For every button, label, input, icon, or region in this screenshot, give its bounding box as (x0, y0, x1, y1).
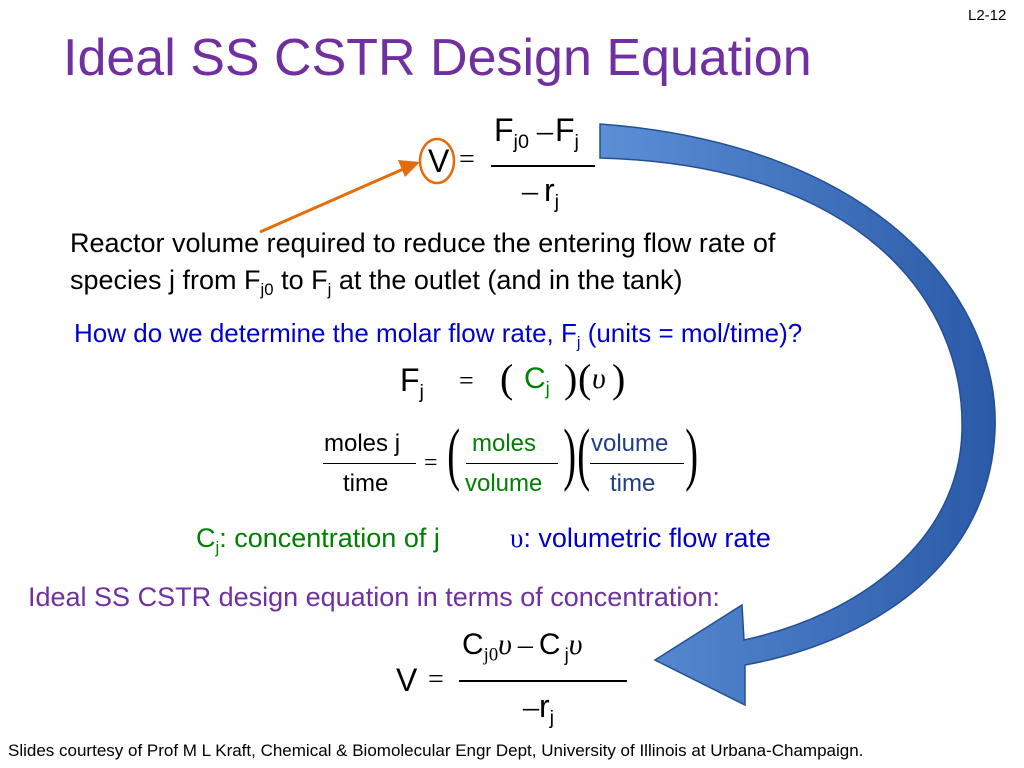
eq3-equals: = (428, 664, 444, 695)
eq1-numerator: Fj0–Fj (494, 112, 579, 153)
v-highlight-circle (418, 137, 456, 185)
eq1-denominator: –rj (522, 172, 560, 213)
eq2-C: Cj (524, 362, 550, 399)
concentration-definition: Cj: concentration of j (196, 523, 440, 557)
units-lhs-numerator: moles j (324, 430, 401, 457)
units-conc-bar (466, 463, 558, 464)
units-conc-denominator: volume (465, 470, 543, 497)
units-flow-denominator: time (610, 470, 656, 497)
flow-rate-definition: υ: volumetric flow rate (510, 523, 771, 553)
eq2-open-paren-1: ( (500, 356, 514, 401)
eq1-fraction-bar (491, 165, 595, 167)
eq3-denominator: –rj (523, 688, 555, 729)
units-flow-bar (590, 463, 684, 464)
footer-credit: Slides courtesy of Prof M L Kraft, Chemi… (8, 741, 864, 760)
description-line-1: Reactor volume required to reduce the en… (70, 228, 776, 258)
orange-arrow (259, 165, 409, 234)
slide-title: Ideal SS CSTR Design Equation (63, 29, 812, 87)
units-paren-1-open: ( (447, 416, 461, 493)
curved-blue-arrow (599, 123, 996, 707)
units-lhs-denominator: time (343, 470, 389, 497)
units-lhs-bar (323, 463, 416, 464)
concentration-equation-heading: Ideal SS CSTR design equation in terms o… (28, 582, 720, 612)
eq1-lhs: V (428, 143, 450, 179)
eq2-F: Fj (400, 362, 424, 403)
orange-arrowhead (398, 160, 420, 177)
units-paren-2-open: ( (577, 416, 591, 493)
eq2-close-paren-1: ) (564, 356, 578, 401)
eq1-equals: = (459, 144, 475, 175)
eq2-open-paren-2: ( (578, 356, 592, 401)
description-line-2: species j from Fj0 to Fj at the outlet (… (70, 265, 683, 299)
units-paren-2-close: ) (685, 416, 699, 493)
eq2-nu: υ (592, 362, 606, 395)
eq3-fraction-bar (459, 680, 627, 682)
units-paren-1-close: ) (563, 416, 577, 493)
units-conc-numerator: moles (472, 430, 537, 457)
eq2-equals: = (459, 366, 474, 395)
molar-flow-question: How do we determine the molar flow rate,… (74, 318, 803, 352)
slide-number: L2-12 (968, 7, 1007, 24)
eq3-lhs: V (396, 662, 418, 698)
eq2-close-paren-2: ) (612, 356, 626, 401)
units-flow-numerator: volume (591, 430, 669, 457)
units-equals: = (424, 450, 438, 476)
